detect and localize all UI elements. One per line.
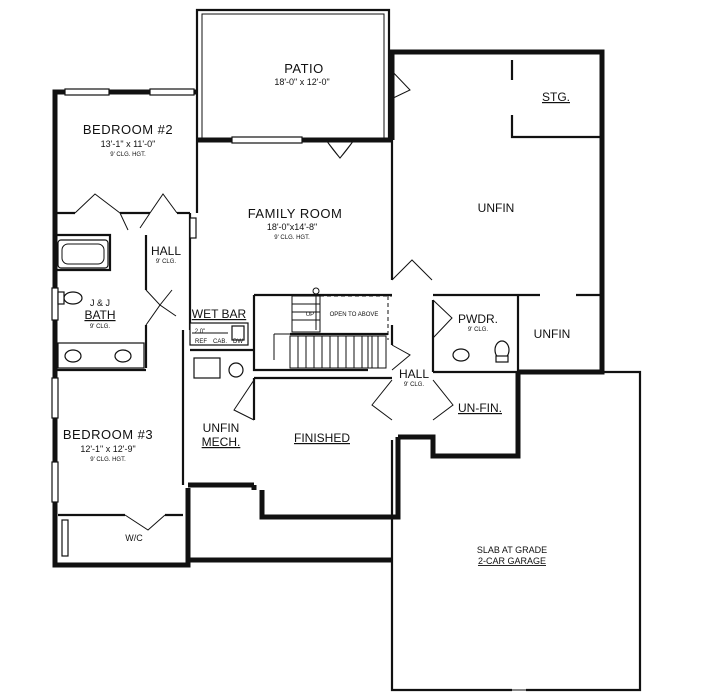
wet-bar-name: WET BAR (192, 307, 247, 321)
bedroom3-name: BEDROOM #3 (63, 427, 153, 442)
pwdr-clg: 9' CLG. (468, 327, 488, 333)
garage-name-2: 2-CAR GARAGE (478, 556, 546, 566)
wet-bar-cab: CAB. (213, 339, 227, 345)
stair-up: UP (306, 312, 314, 318)
hall-left-clg: 9' CLG. (156, 259, 176, 265)
pwdr-name: PWDR. (458, 312, 498, 326)
bedroom2-clg: 9' CLG. HGT. (110, 152, 146, 158)
patio-area (195, 8, 391, 140)
mech-name-2: MECH. (202, 435, 241, 449)
bedroom2-dims: 13'-1" x 11'-0" (101, 139, 156, 149)
wet-bar-ref: REF (195, 339, 207, 345)
interior-walls (55, 60, 602, 517)
room-labels: PATIO 18'-0" x 12'-0" BEDROOM #2 13'-1" … (63, 61, 570, 566)
patio-name: PATIO (284, 61, 324, 76)
open-to-above: OPEN TO ABOVE (330, 312, 379, 318)
family-room-clg: 9' CLG. HGT. (274, 235, 310, 241)
wic-name: W/C (125, 533, 143, 543)
garage-name-1: SLAB AT GRADE (477, 545, 547, 555)
bath-name: BATH (84, 308, 115, 322)
wet-bar-dw: DW (233, 339, 243, 345)
doors (74, 67, 454, 531)
bath-mark: J & J (90, 298, 110, 308)
unfin-right-name: UNFIN (534, 327, 571, 341)
bedroom3-clg: 9' CLG. HGT. (90, 457, 126, 463)
patio-dims: 18'-0" x 12'-0" (274, 77, 329, 87)
finished-name: FINISHED (294, 431, 350, 445)
wet-bar-ref-size: 2.0" (195, 329, 205, 335)
bedroom3-dims: 12'-1" x 12'-9" (80, 444, 135, 454)
garage-area (390, 370, 642, 692)
bath-clg: 9' CLG. (90, 324, 110, 330)
stg-name: STG. (542, 90, 570, 104)
windows (51, 88, 303, 503)
family-room-dims: 18'-0"x14'-8" (267, 222, 317, 232)
hall-right-clg: 9' CLG. (404, 382, 424, 388)
hall-right-name: HALL (399, 367, 429, 381)
unfin-main-name: UNFIN (478, 201, 515, 215)
hall-left-name: HALL (151, 244, 181, 258)
fixtures (57, 239, 510, 557)
unfin-small-name: UN-FIN. (458, 401, 502, 415)
mech-name-1: UNFIN (203, 421, 240, 435)
bedroom2-name: BEDROOM #2 (83, 122, 173, 137)
family-room-name: FAMILY ROOM (248, 206, 343, 221)
